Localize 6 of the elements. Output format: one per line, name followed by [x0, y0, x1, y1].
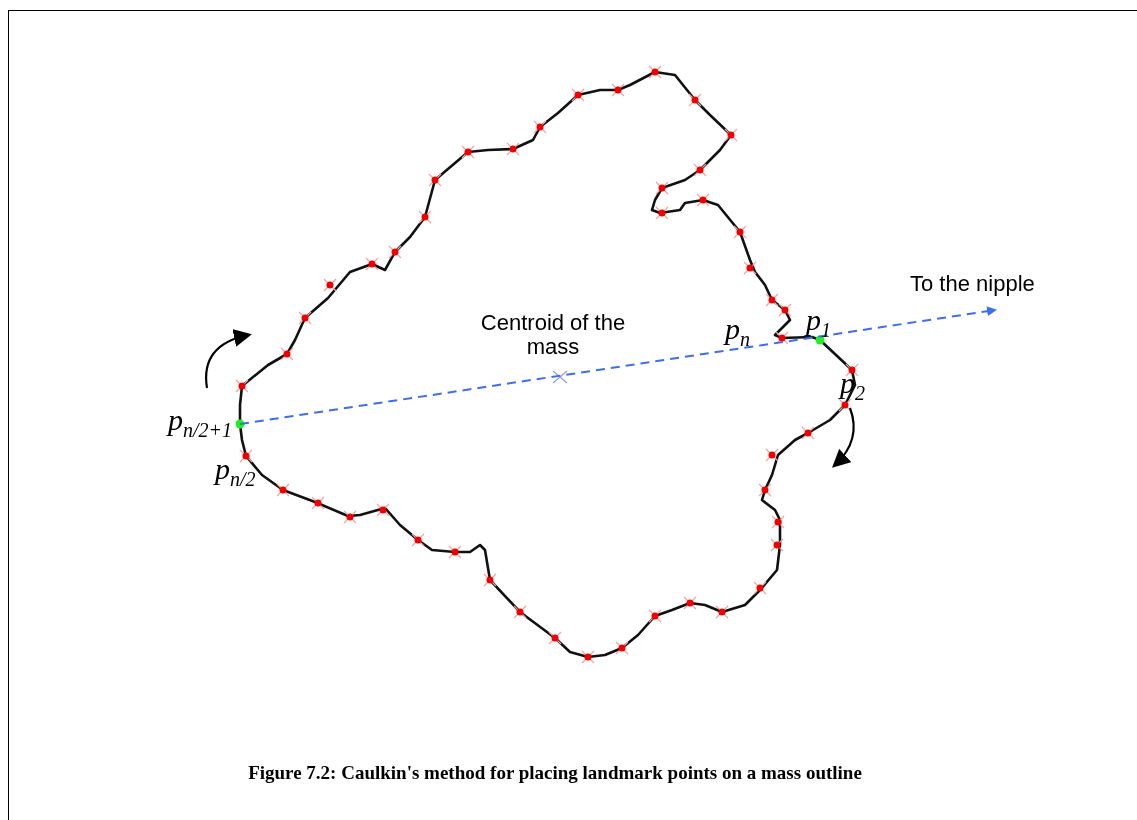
- point-label: p$_{n}$: [725, 312, 750, 350]
- annotation-text: To the nipple: [910, 272, 1035, 297]
- point-label: p$_{n/2}$: [215, 452, 256, 490]
- figure-caption: Figure 7.2: Caulkin's method for placing landmark points on a mass outline: [247, 762, 863, 784]
- point-label: p$_{n/2+1}$: [168, 403, 233, 441]
- annotation-text: Centroid of the mass: [479, 311, 627, 360]
